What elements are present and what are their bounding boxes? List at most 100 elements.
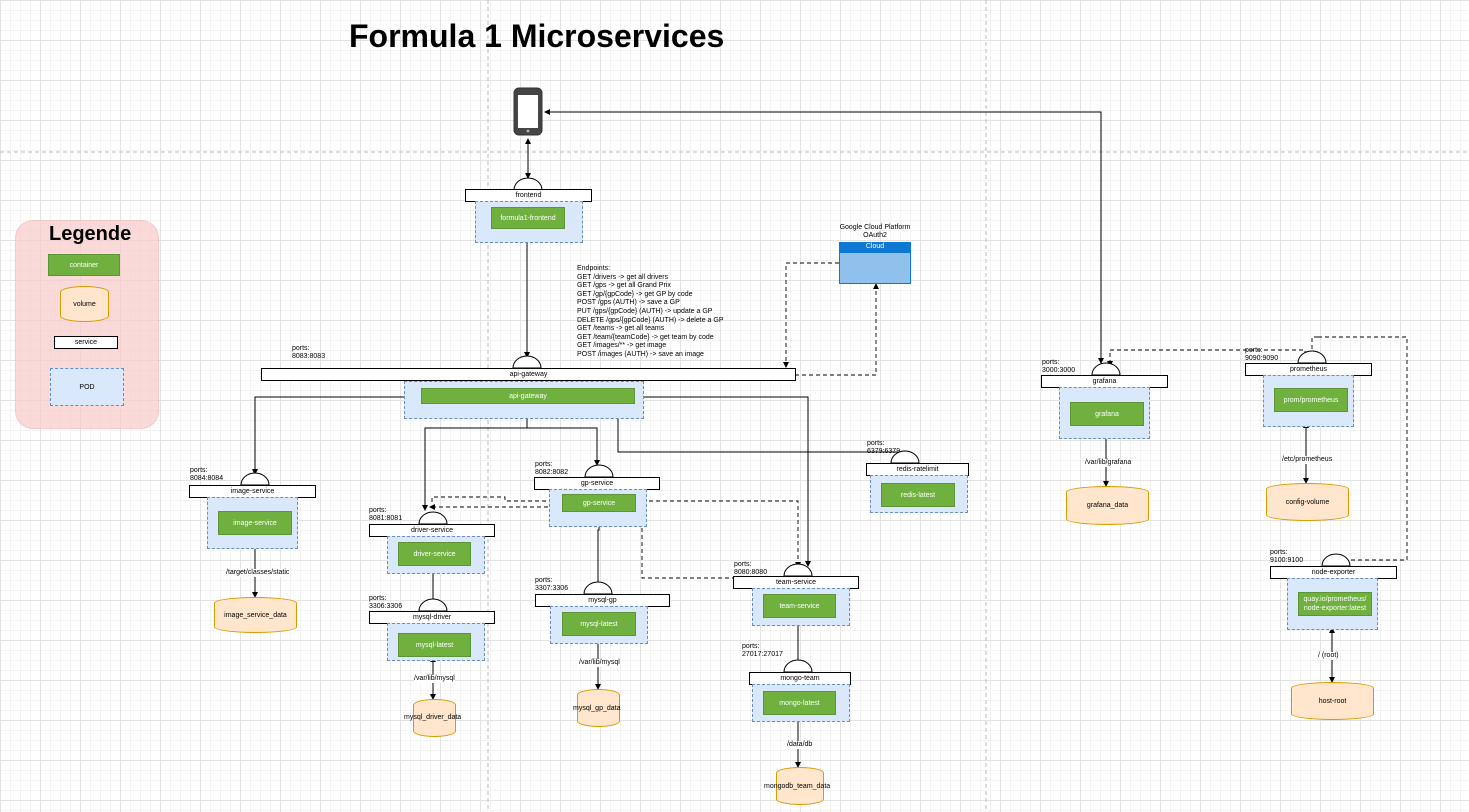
ports-mongo-team: ports:27017:27017 — [742, 643, 783, 659]
container-driver-service: driver-service — [398, 542, 471, 566]
edge-prometheus-node — [1318, 336, 1408, 561]
endpoint-line: GET /gps -> get all Grand Prix — [577, 282, 671, 290]
volume-node-exporter: host-root — [1291, 682, 1374, 720]
ports-image-service: ports:8084:8084 — [190, 467, 223, 483]
legend-pod-swatch: POD — [50, 368, 124, 406]
container-prometheus: prom/prometheus — [1274, 388, 1348, 412]
volume-mysql-driver-label: mysql_driver_data — [404, 714, 462, 721]
port-gp-service — [584, 464, 614, 478]
ports-value: 3307:3306 — [535, 585, 569, 592]
port-team-service — [783, 563, 813, 577]
port-api-gateway — [512, 355, 542, 369]
ports-mysql-driver: ports:3306:3306 — [369, 595, 402, 611]
mount-mysql-driver: /var/lib/mysql — [414, 675, 455, 683]
endpoint-line: PUT /gps/{gpCode} (AUTH) -> update a GP — [577, 307, 713, 315]
volume-mysql-driver — [413, 699, 456, 737]
endpoint-line: GET /team/{teamCode} -> get team by code — [577, 333, 714, 341]
ports-value: 27017:27017 — [742, 651, 783, 658]
edge-gateway-image — [252, 396, 421, 475]
cloud-header: Cloud — [839, 242, 911, 252]
page-title: Formula 1 Microservices — [349, 18, 725, 54]
port-prometheus — [1297, 350, 1327, 364]
ports-node-exporter: ports:9100:9100 — [1270, 549, 1303, 565]
port-grafana — [1091, 362, 1121, 376]
mount-grafana: /var/lib/grafana — [1085, 459, 1132, 467]
volume-mongo-team — [776, 767, 824, 805]
container-mysql-gp: mysql-latest — [562, 612, 636, 636]
ports-prefix: ports: — [190, 467, 208, 474]
ports-prefix: ports: — [292, 345, 310, 352]
container-api-gateway: api-gateway — [421, 388, 635, 404]
ports-prefix: ports: — [734, 561, 752, 568]
ports-redis: ports:6379:6379 — [867, 440, 900, 456]
ports-prefix: ports: — [1042, 359, 1060, 366]
container-node-exporter-line2: node-exporter:latest — [1303, 605, 1367, 612]
smartphone-icon — [513, 87, 543, 136]
ports-prefix: ports: — [867, 440, 885, 447]
endpoints-title: Endpoints: — [577, 265, 611, 272]
ports-driver-service: ports:8081:8081 — [369, 507, 402, 523]
ports-prefix: ports: — [742, 643, 760, 650]
endpoint-line: DELETE /gps/{gpCode} (AUTH) -> delete a … — [577, 316, 724, 324]
ports-gp-service: ports:8082:8082 — [535, 461, 568, 477]
port-redis — [890, 450, 920, 464]
edge-cloud-gateway — [783, 262, 839, 368]
ports-value: 8081:8081 — [369, 515, 403, 522]
port-image-service — [240, 472, 270, 486]
service-api-gateway: api-gateway — [261, 368, 796, 381]
legend-service-swatch: service — [54, 336, 118, 349]
ports-value: 9100:9100 — [1270, 557, 1304, 564]
ports-mysql-gp: ports:3307:3306 — [535, 577, 568, 593]
cloud-panel — [839, 252, 911, 284]
container-grafana: grafana — [1070, 402, 1144, 426]
edge-gateway-gp — [527, 427, 600, 466]
port-driver-service — [418, 511, 448, 525]
edge-gp-driver-dash — [431, 496, 560, 505]
ports-value: 8083:8083 — [292, 353, 326, 360]
edge-team-driver — [429, 504, 743, 579]
edge-gateway-team — [635, 396, 811, 567]
legend-title: Legende — [49, 223, 132, 245]
volume-image-service: image_service_data — [214, 597, 297, 633]
ports-prefix: ports: — [1245, 347, 1263, 354]
ports-prefix: ports: — [535, 461, 553, 468]
endpoint-line: GET /teams -> get all teams — [577, 325, 665, 333]
endpoint-line: POST /images (AUTH) -> save an image — [577, 350, 704, 358]
ports-prometheus: ports:9090:9090 — [1245, 347, 1278, 363]
ports-prefix: ports: — [535, 577, 553, 584]
container-mysql-driver: mysql-latest — [398, 633, 471, 657]
ports-grafana: ports:3000:3000 — [1042, 359, 1075, 375]
volume-mysql-gp-label: mysql_gp_data — [573, 705, 621, 712]
endpoint-line: POST /gps (AUTH) -> save a GP — [577, 299, 680, 307]
container-node-exporter-line1: quay.io/prometheus/ — [1303, 596, 1367, 603]
volume-grafana: grafana_data — [1066, 486, 1149, 525]
ports-prefix: ports: — [369, 507, 387, 514]
ports-api-gateway: ports:8083:8083 — [292, 345, 325, 361]
edge-gp-team-dash — [635, 500, 801, 568]
mount-prometheus: /etc/prometheus — [1282, 456, 1333, 464]
volume-mysql-gp — [577, 689, 620, 727]
ports-value: 3000:3000 — [1042, 367, 1076, 374]
port-node-exporter — [1321, 553, 1351, 567]
ports-prefix: ports: — [1270, 549, 1288, 556]
ports-value: 8080:8080 — [734, 569, 768, 576]
edge-gateway-cloud — [795, 283, 879, 376]
port-mysql-driver — [418, 598, 448, 612]
edge-gateway-driver-gp — [422, 404, 528, 511]
container-node-exporter: quay.io/prometheus/ node-exporter:latest — [1298, 592, 1372, 616]
port-mongo-team — [783, 659, 813, 673]
container-gp-service: gp-service — [562, 494, 636, 512]
mount-image-service: /target/classes/static — [226, 569, 290, 577]
ports-value: 6379:6379 — [867, 448, 901, 455]
port-frontend — [513, 177, 543, 191]
mount-node-exporter: / (root) — [1318, 652, 1339, 660]
port-mysql-gp — [583, 581, 613, 595]
container-redis: redis-latest — [881, 483, 955, 507]
container-frontend: formula1-frontend — [491, 207, 565, 229]
volume-prometheus: config-volume — [1266, 483, 1349, 521]
ports-value: 9090:9090 — [1245, 355, 1279, 362]
ports-value: 8084:8084 — [190, 475, 224, 482]
edge-redis-gateway — [615, 403, 906, 458]
mount-mongo-team: /data/db — [787, 741, 813, 749]
